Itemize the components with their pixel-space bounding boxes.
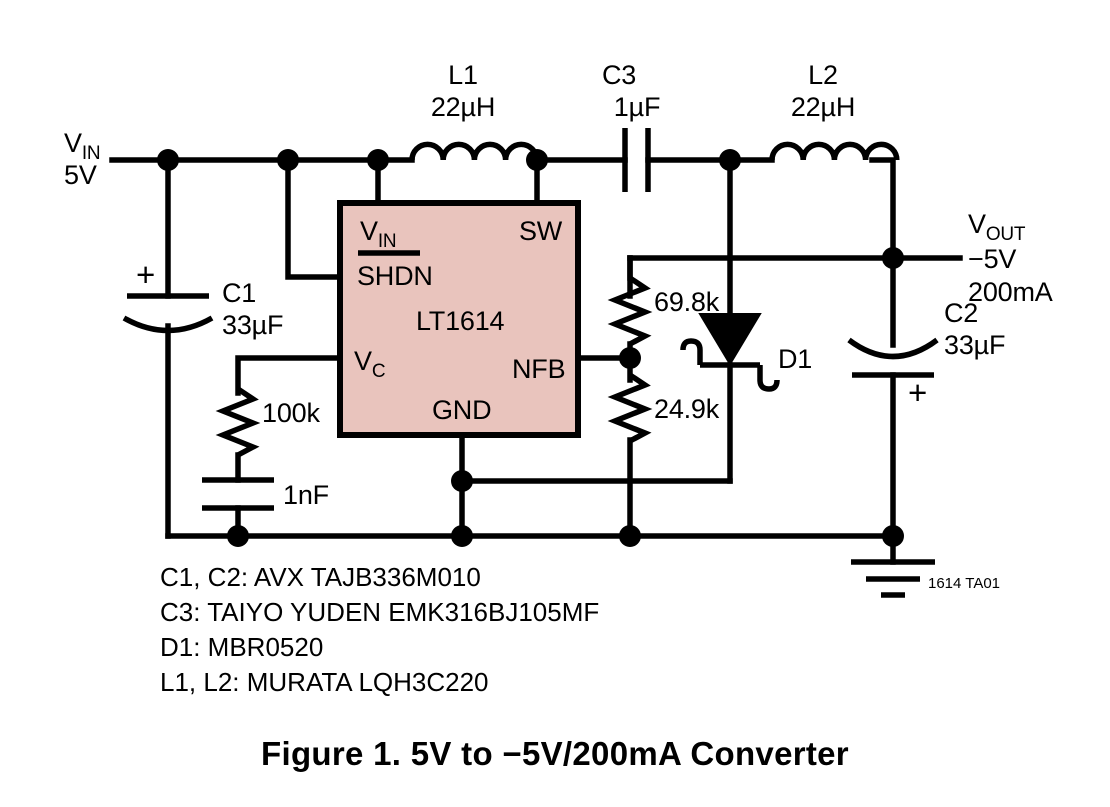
node-gnd-divider xyxy=(619,525,641,547)
vin-terminal-label: VIN xyxy=(64,128,100,164)
node-gnd-ic-tie xyxy=(451,470,473,492)
ic-pin-sw-label: SW xyxy=(519,216,563,246)
ground-symbol xyxy=(851,559,935,598)
resistor-69k8 xyxy=(607,255,653,347)
c1-ref-label: C1 xyxy=(222,278,256,308)
d1-ref-label: D1 xyxy=(778,344,812,374)
resistor-24k9 xyxy=(607,372,653,444)
l1-ref-label: L1 xyxy=(448,60,478,90)
node-gnd-ic-rail xyxy=(451,525,473,547)
ic-lt1614-body[interactable] xyxy=(337,200,581,438)
l1-coils xyxy=(409,141,540,161)
bom-line-2: D1: MBR0520 xyxy=(160,632,323,662)
d1-triangle xyxy=(698,313,762,366)
c2-ref-label: C2 xyxy=(944,298,978,328)
ic-pin-nfb-label: NFB xyxy=(512,354,565,384)
inductor-l2 xyxy=(769,141,900,161)
ic-pin-vc-label: VC xyxy=(354,346,385,382)
node-c3-l2-d1 xyxy=(719,149,741,171)
node-gnd-output xyxy=(882,525,904,547)
figure-caption: Figure 1. 5V to −5V/200mA Converter xyxy=(261,735,849,772)
r-top-zigzag xyxy=(607,275,653,347)
node-vin-c1 xyxy=(157,149,179,171)
r-comp-label: 100k xyxy=(262,398,320,428)
l2-value-label: 22µH xyxy=(791,92,855,122)
l2-coils xyxy=(769,141,900,161)
bom-line-3: L1, L2: MURATA LQH3C220 xyxy=(160,667,489,697)
wire-vc-to-rcomp xyxy=(235,355,343,396)
terminal-labels: VIN 5V VOUT −5V 200mA xyxy=(64,128,1053,307)
resistor-100k xyxy=(215,386,261,458)
inductor-l1 xyxy=(375,141,540,163)
capacitor-c1 xyxy=(122,293,214,334)
c1-plus-label: + xyxy=(136,256,155,293)
node-vin-shdn xyxy=(277,149,299,171)
bom-line-1: C3: TAIYO YUDEN EMK316BJ105MF xyxy=(160,597,599,627)
c1-value-label: 33µF xyxy=(222,310,283,340)
doc-code-label: 1614 TA01 xyxy=(928,575,1000,592)
capacitor-ccomp xyxy=(202,477,274,511)
r-comp-zigzag xyxy=(215,386,261,458)
capacitor-c3 xyxy=(622,128,651,192)
c2-value-label: 33µF xyxy=(944,330,1005,360)
c2-plus-label: + xyxy=(908,374,927,411)
junction-nodes xyxy=(157,149,904,547)
component-labels: + C1 33µF C2 33µF + C3 1µF L1 22µH L2 22… xyxy=(136,60,1005,510)
ccomp-label: 1nF xyxy=(283,480,329,510)
l2-ref-label: L2 xyxy=(808,60,838,90)
d1-hook-right xyxy=(757,365,780,392)
c3-ref-label: C3 xyxy=(602,60,636,90)
r-bot-label: 24.9k xyxy=(654,394,720,424)
diode-d1 xyxy=(680,313,780,392)
vout-terminal-label: VOUT xyxy=(968,209,1026,245)
r-bot-zigzag xyxy=(607,372,653,444)
bom-line-0: C1, C2: AVX TAJB336M010 xyxy=(160,562,481,592)
r-top-label: 69.8k xyxy=(654,287,720,317)
ic-pin-labels: VIN SHDN SW LT1614 VC NFB GND xyxy=(354,216,566,425)
bom-list: C1, C2: AVX TAJB336M010 C3: TAIYO YUDEN … xyxy=(160,562,599,697)
c1-plate-curved xyxy=(122,315,214,334)
c3-value-label: 1µF xyxy=(614,92,660,122)
d1-hook-left xyxy=(680,338,703,365)
ic-pin-gnd-label: GND xyxy=(432,395,491,425)
vin-terminal-value: 5V xyxy=(64,160,97,190)
c2-plate-curved xyxy=(847,337,939,360)
vout-terminal-value: −5V xyxy=(968,244,1016,274)
node-gnd-ccomp xyxy=(227,525,249,547)
capacitor-c2 xyxy=(847,337,939,378)
ic-pin-vin-label: VIN xyxy=(360,216,396,252)
node-vout xyxy=(882,247,904,269)
wire-l2-to-vout xyxy=(869,157,896,261)
ic-pin-shdn-label: SHDN xyxy=(357,261,433,291)
ic-part-label: LT1614 xyxy=(416,306,505,336)
wire-shdn xyxy=(285,157,343,280)
l1-value-label: 22µH xyxy=(431,92,495,122)
vout-terminal-current: 200mA xyxy=(968,277,1053,307)
node-divider-nfb xyxy=(619,347,641,369)
